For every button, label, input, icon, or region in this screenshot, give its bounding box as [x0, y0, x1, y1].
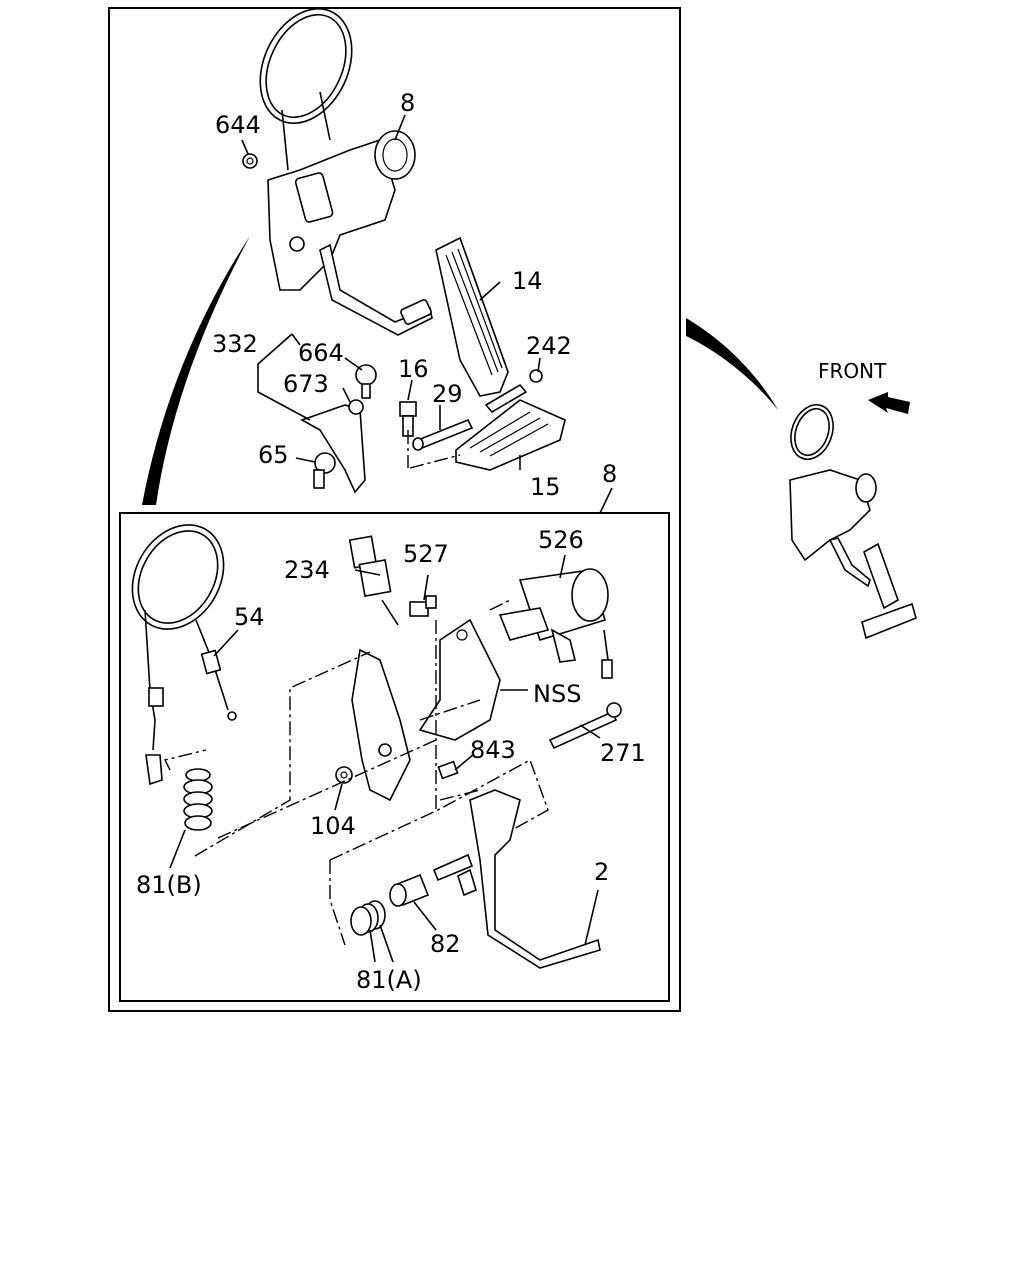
switch [348, 535, 399, 626]
label-81b: 81(B) [136, 871, 202, 899]
screw [409, 601, 429, 617]
label-2: 2 [594, 858, 609, 886]
label-843: 843 [470, 736, 516, 764]
label-8-top: 8 [400, 89, 415, 117]
bushing [389, 853, 474, 907]
label-271: 271 [600, 739, 646, 767]
label-front: FRONT [818, 359, 887, 383]
label-673: 673 [283, 370, 329, 398]
label-14: 14 [512, 267, 543, 295]
label-526: 526 [538, 526, 584, 554]
detail-swoosh-left [142, 236, 250, 505]
pedal-arm [455, 369, 566, 471]
label-65: 65 [258, 441, 289, 469]
accelerator-pedal-assembly [242, 7, 433, 336]
pedal-pad [435, 236, 509, 397]
inner-detail-frame [119, 512, 670, 1002]
label-nss: NSS [533, 680, 581, 708]
label-81a: 81(A) [356, 966, 422, 994]
pedal-bracket [351, 648, 411, 802]
front-arrow-icon [868, 392, 910, 414]
screw-tip [425, 595, 437, 609]
label-234: 234 [284, 556, 330, 584]
outer-frame [108, 7, 681, 1012]
mounting-bracket [418, 618, 501, 741]
return-spring-b [183, 768, 213, 831]
label-29: 29 [432, 380, 463, 408]
label-242: 242 [526, 332, 572, 360]
label-82: 82 [430, 930, 461, 958]
label-54: 54 [234, 603, 265, 631]
front-view-thumbnail [789, 404, 917, 640]
nut [437, 760, 459, 780]
pivot-pin [412, 418, 474, 451]
label-15: 15 [530, 473, 561, 501]
pivot-bolt [548, 702, 622, 750]
label-104: 104 [310, 812, 356, 840]
label-664: 664 [298, 339, 344, 367]
label-644: 644 [215, 111, 261, 139]
accelerator-cable [131, 524, 237, 786]
label-8-inner: 8 [602, 460, 617, 488]
label-16: 16 [398, 355, 429, 383]
label-527: 527 [403, 540, 449, 568]
washer [335, 766, 353, 784]
label-332: 332 [212, 330, 258, 358]
return-spring-a [350, 900, 386, 936]
detail-swoosh-right [686, 318, 778, 410]
actuator [498, 568, 613, 679]
pedal-lever [457, 789, 601, 969]
